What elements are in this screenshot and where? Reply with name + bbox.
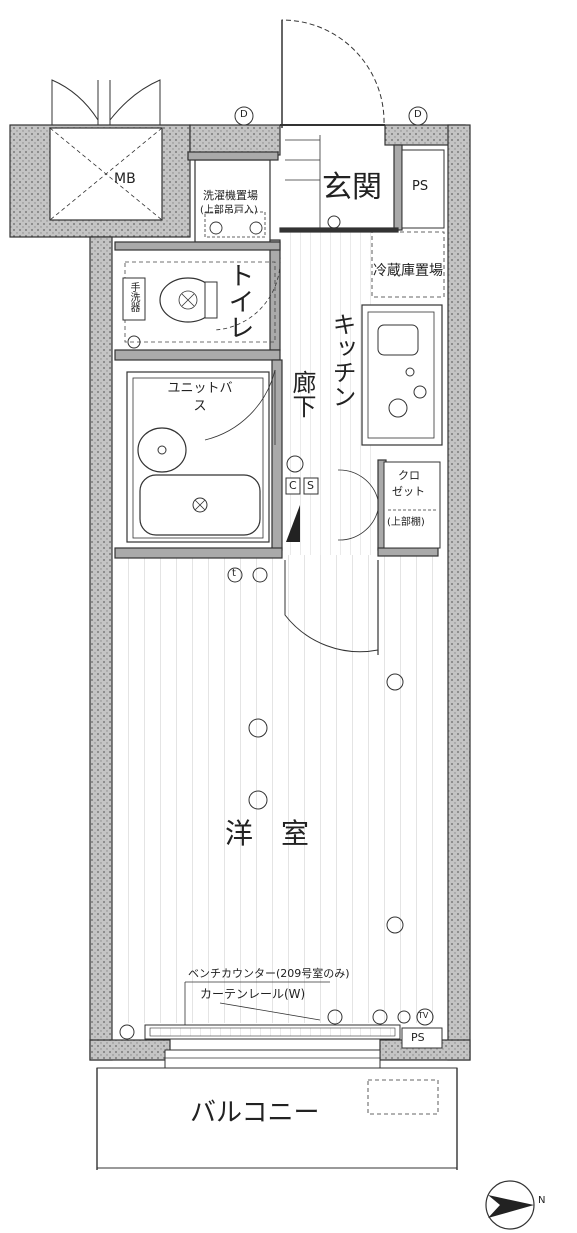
balcony-window <box>164 1049 381 1069</box>
mb-label: MB <box>114 171 136 187</box>
balcony-label: バルコニー <box>190 1098 320 1128</box>
entrance-door <box>281 19 385 128</box>
kitchen-light <box>327 215 341 229</box>
mark-c: C <box>289 479 297 492</box>
north-label: N <box>538 1195 546 1206</box>
closet-label-1: クロ <box>398 469 420 482</box>
ps-top-label: PS <box>412 179 429 194</box>
closet-label-2: ゼット <box>392 485 425 498</box>
entrance-label: 玄関 <box>322 170 382 205</box>
kitchen-label: キッチン <box>328 312 356 408</box>
western-room-label: 洋 室 <box>225 817 310 850</box>
mark-t: t <box>232 568 236 579</box>
curtain-rail-label: カーテンレール(W) <box>200 987 306 1001</box>
corridor-label: 廊下 <box>288 370 316 418</box>
ps-bottom-label: PS <box>411 1031 425 1044</box>
kitchen-counter <box>361 304 443 446</box>
ps-bottom-box <box>401 1027 443 1049</box>
outlet-1 <box>386 673 404 691</box>
mark-d-right: D <box>414 109 422 120</box>
closet-box <box>383 461 441 549</box>
mark-s: S <box>307 479 314 492</box>
washbasin-label: 手洗器 <box>128 282 139 312</box>
fridge-label: 冷蔵庫置場 <box>373 263 443 279</box>
bath-sink <box>137 427 187 473</box>
mark-d-left: D <box>240 109 248 120</box>
ceiling-light-1 <box>248 718 268 738</box>
outlet-2 <box>386 916 404 934</box>
north-arrow <box>485 1180 535 1230</box>
ps-top-box <box>401 149 445 229</box>
bench-counter-label: ベンチカウンター(209号室のみ) <box>188 967 350 980</box>
washer-label: 洗濯機置場 <box>203 189 258 202</box>
western-room-floor <box>110 555 460 1023</box>
closet-note: (上部棚) <box>387 517 425 528</box>
room-door <box>284 560 379 653</box>
unit-bath-label: ユニットバス <box>167 381 233 414</box>
mark-tv: TV <box>418 1011 429 1020</box>
washer-note: (上部吊戸入) <box>200 205 258 216</box>
ceiling-light-2 <box>248 790 268 810</box>
washbasin <box>122 277 146 321</box>
toilet-label: トイレ <box>224 262 254 340</box>
